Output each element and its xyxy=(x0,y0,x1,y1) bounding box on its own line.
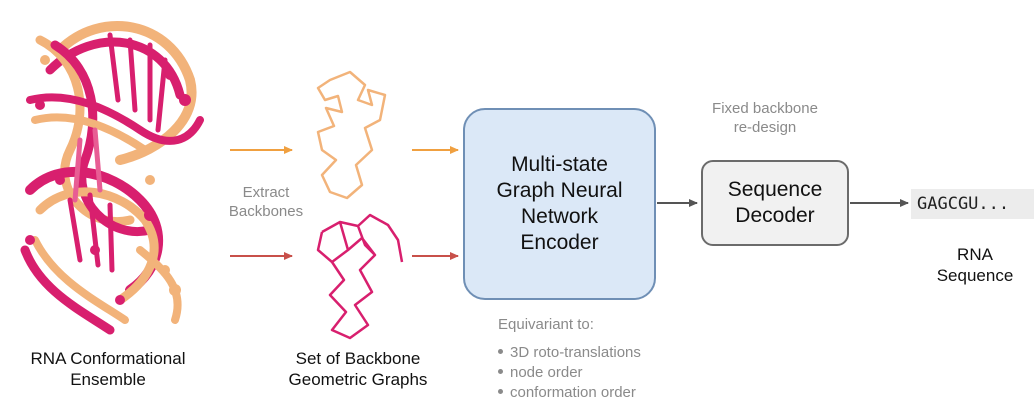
graphs-label-line1: Set of Backbone xyxy=(295,349,421,368)
list-item-text: node order xyxy=(510,364,583,381)
list-item-text: conformation order xyxy=(510,384,636,401)
fixed-backbone-label: Fixed backbone re-design xyxy=(690,99,840,137)
encoder-label-line1: Multi-state xyxy=(511,153,608,176)
equivariant-heading: Equivariant to: xyxy=(498,316,594,333)
sequence-label-line2: Sequence xyxy=(936,266,1014,285)
sequence-label-line1: RNA xyxy=(957,245,993,264)
encoder-label-line3: Network xyxy=(520,205,599,228)
list-item-text: 3D roto-translations xyxy=(510,344,641,361)
fixed-label-line2: re-design xyxy=(733,119,797,136)
decoder-label-line1: Sequence xyxy=(727,178,823,201)
equivariant-list: 3D roto-translations node order conforma… xyxy=(498,343,641,403)
ensemble-label: RNA Conformational Ensemble xyxy=(0,348,216,390)
decoder-label-line2: Decoder xyxy=(735,204,815,227)
graphs-label: Set of Backbone Geometric Graphs xyxy=(268,348,448,390)
encoder-label-line2: Graph Neural xyxy=(496,179,623,202)
backbone-graph-magenta xyxy=(316,213,404,340)
extract-label: Extract Backbones xyxy=(212,183,320,221)
extract-label-line2: Backbones xyxy=(228,203,304,220)
fixed-label-line1: Fixed backbone xyxy=(712,100,818,117)
list-item: 3D roto-translations xyxy=(498,343,641,363)
list-item: conformation order xyxy=(498,383,641,403)
sequence-label: RNA Sequence xyxy=(920,244,1030,286)
graphs-label-line2: Geometric Graphs xyxy=(288,370,428,389)
backbone-graph-tan xyxy=(316,70,387,200)
ensemble-label-line2: Ensemble xyxy=(70,370,146,389)
extract-label-line1: Extract xyxy=(242,184,290,201)
sequence-output: GAGCGU... xyxy=(911,189,1034,219)
encoder-box: Multi-state Graph Neural Network Encoder xyxy=(463,108,656,300)
encoder-label-line4: Encoder xyxy=(520,231,599,254)
decoder-box: Sequence Decoder xyxy=(701,160,849,246)
ensemble-label-line1: RNA Conformational xyxy=(30,349,186,368)
rna-ensemble-image xyxy=(20,21,204,335)
list-item: node order xyxy=(498,363,641,383)
